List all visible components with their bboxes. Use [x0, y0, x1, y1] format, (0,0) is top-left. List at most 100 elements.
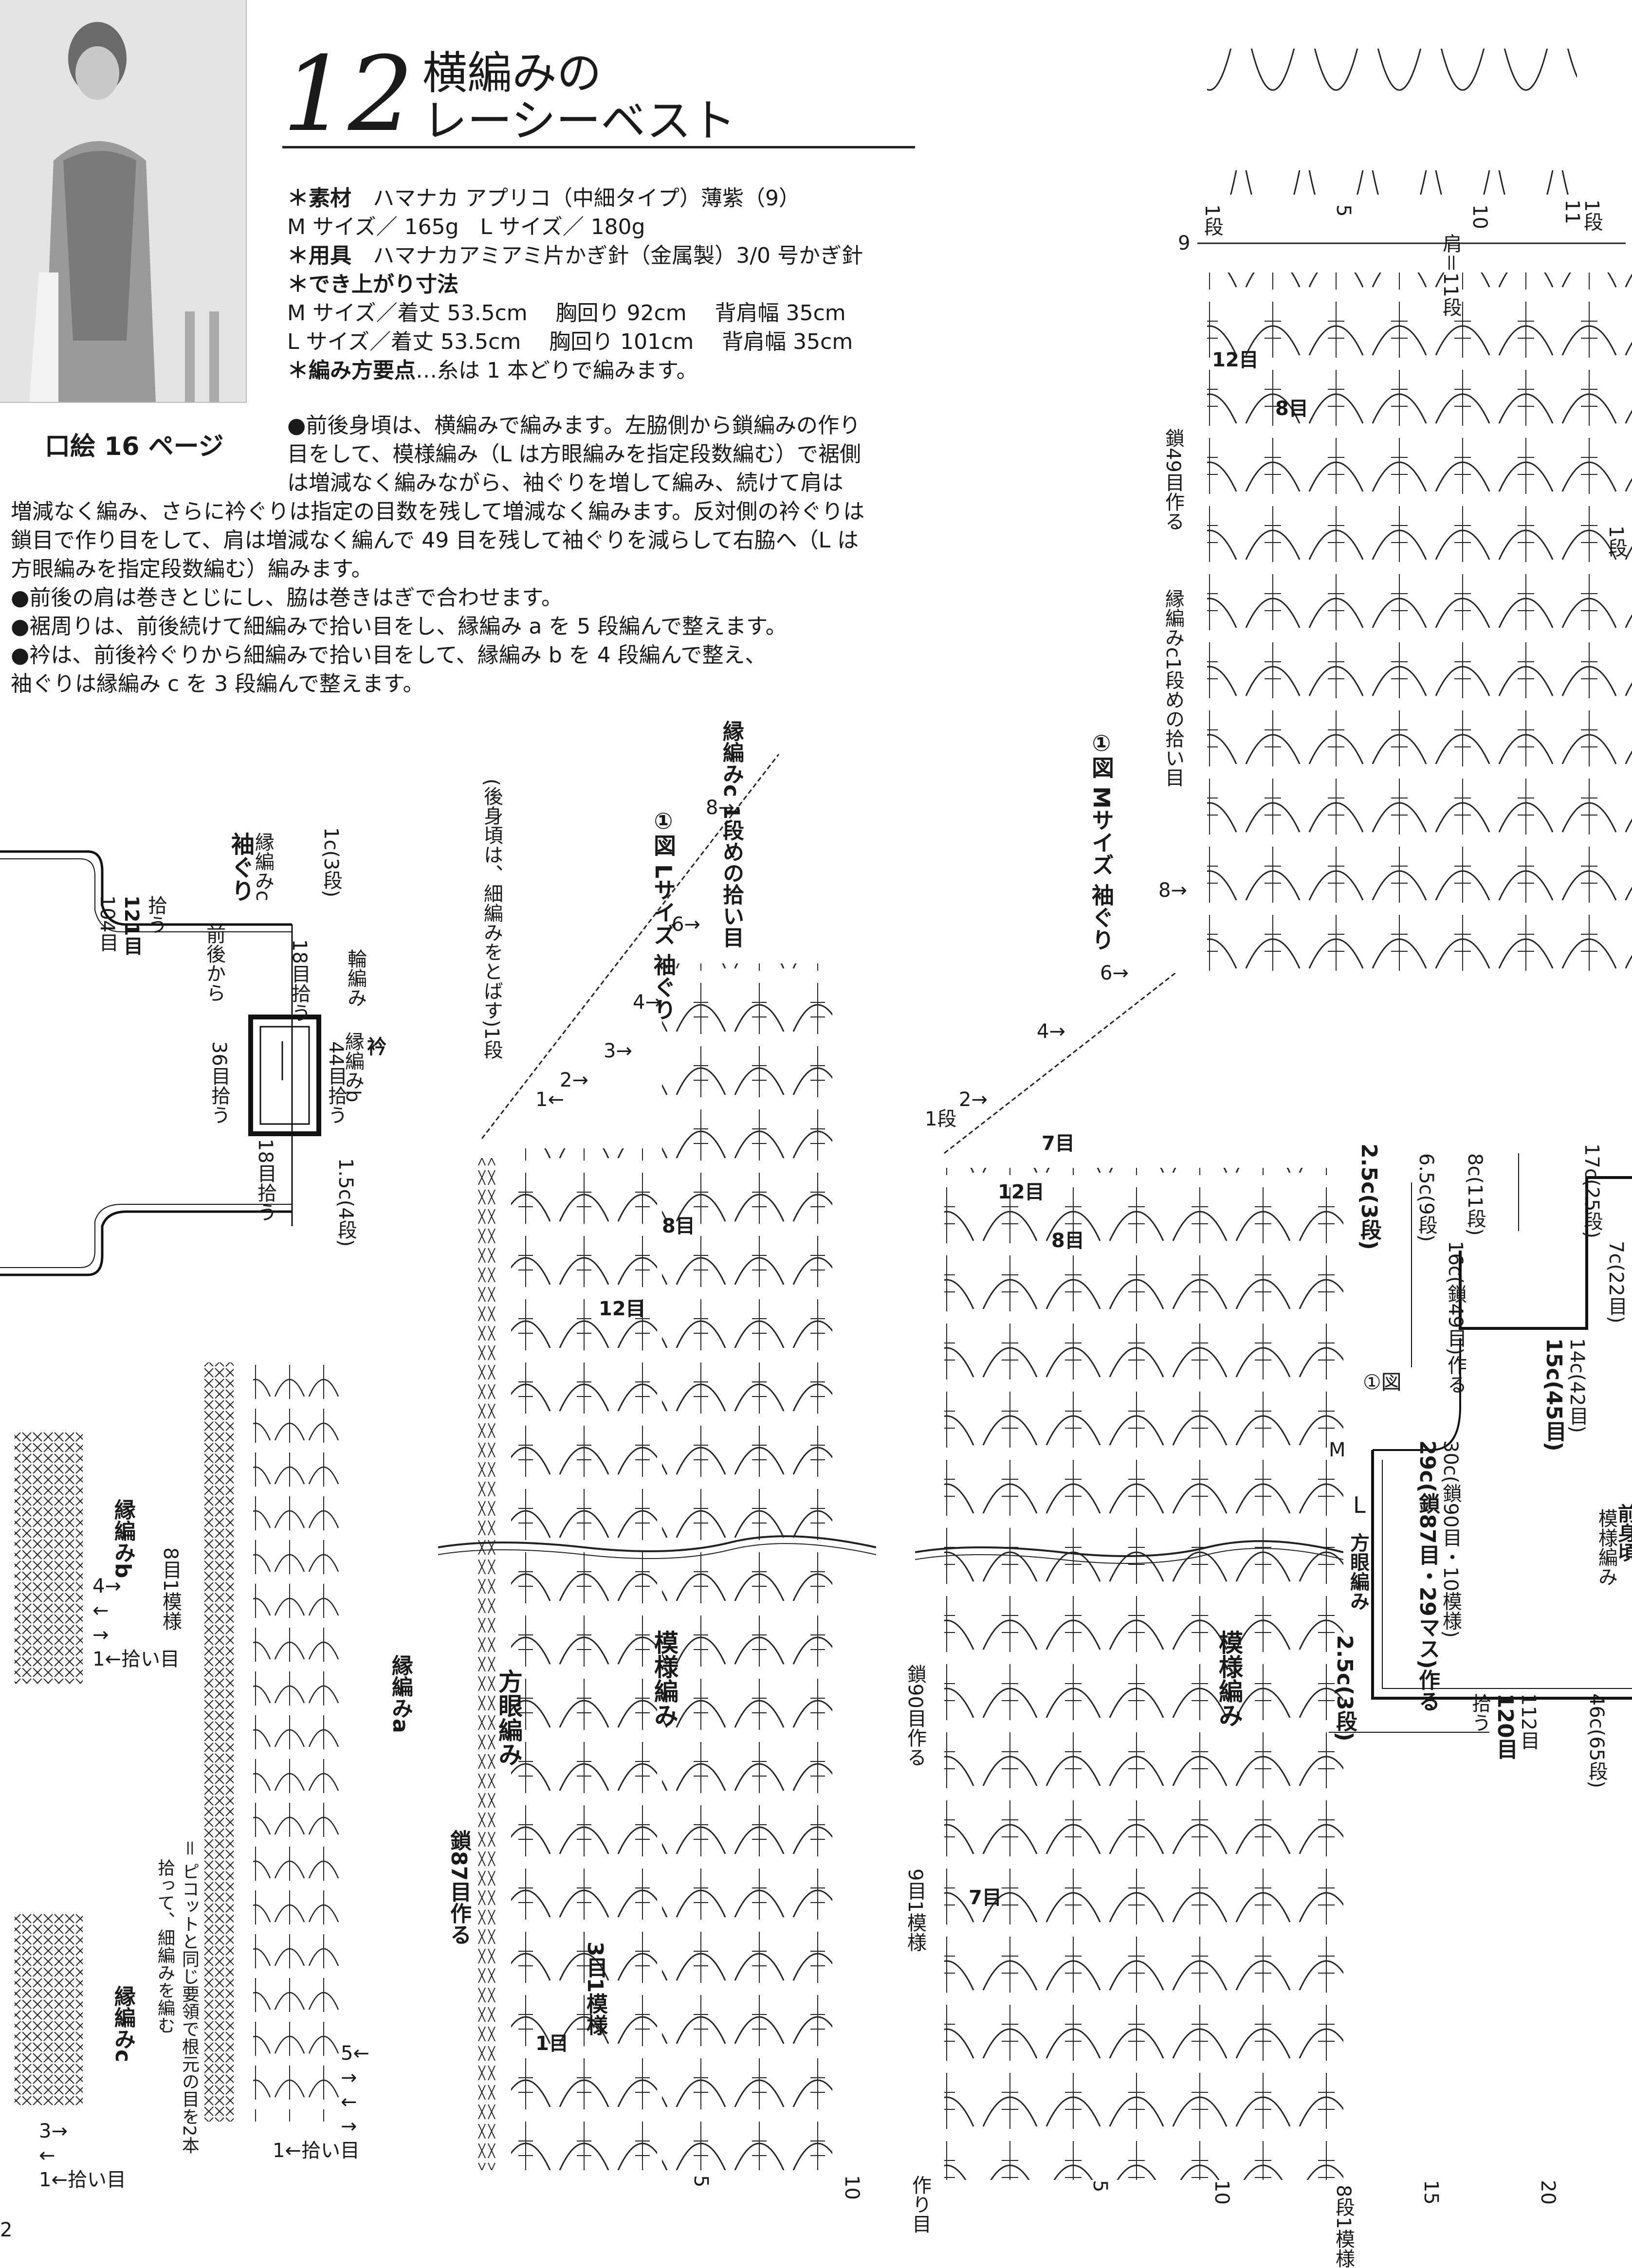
m-stitch-8: 8目	[1051, 1230, 1084, 1252]
m-top-num: 1段	[1201, 204, 1223, 236]
m-chain-90: 鎖90目作る	[904, 1664, 926, 1767]
l-size-stitch-art	[438, 754, 877, 2170]
armhole-edge-label: 縁編みc	[252, 832, 274, 901]
m-row1: 1段	[1605, 526, 1627, 558]
instruction-line: ●衿は、前後衿ぐりから細編みで拾い目をして、縁編み b を 4 段編んで整え、	[11, 643, 767, 668]
schem-r3: 6.5c(9段)	[1415, 1153, 1437, 1242]
m-edge-pickup: 縁編みc1段めの拾い目	[1162, 589, 1184, 787]
m-stitch-7: 7目	[1042, 1132, 1075, 1155]
collar-rows: 1.5c(4段)	[334, 1158, 357, 1247]
tools-label: ＊用具	[287, 243, 351, 268]
instruction-line: ●前後の肩は巻きとじにし、脇は巻きはぎで合わせます。	[11, 585, 563, 610]
materials-label: ＊素材	[287, 186, 351, 211]
m-bottom-num: 20	[1537, 2180, 1559, 2205]
pattern-title-line1: 横編みの	[422, 47, 602, 99]
pickup-104: 104目	[96, 895, 118, 952]
edge-c-label: 縁編みc	[110, 1985, 135, 2063]
edge-c-row: ←	[39, 2144, 55, 2167]
pattern-title-line2: レーシーベスト	[422, 95, 736, 147]
edge-b-row: 1←拾い目	[92, 1648, 180, 1670]
collar-label: 衿	[364, 1036, 386, 1056]
m-stitch-12: 12目	[998, 1181, 1045, 1203]
edge-b-row: ←	[92, 1599, 109, 1622]
l-chain-87: 鎖87目作る	[446, 1830, 471, 1945]
from-front-back: 前後から	[203, 925, 225, 1002]
points-label: ＊編み方要点	[287, 358, 416, 383]
schem-r14: 120目	[1493, 1693, 1518, 1760]
l-row-mark: 1←	[535, 1089, 564, 1111]
m-bottom-num: 5	[1089, 2180, 1111, 2193]
l-stitch-8: 8目	[662, 1215, 695, 1237]
l-row-mark: 3→	[604, 1040, 632, 1062]
schem-r6: 16c(鎖49目)作る	[1444, 1241, 1467, 1394]
edge-a-row: ←	[341, 2091, 357, 2113]
m-bottom-num: 10	[1210, 2180, 1233, 2205]
m-bottom-repeat: 8段1模様	[1332, 2185, 1355, 2268]
instruction-line: ●前後身頃は、横編みで編みます。左脇側から鎖編みの作り	[287, 413, 861, 438]
edge-pickup-label: 縁編みc 1段めの拾い目	[719, 720, 744, 948]
size-m-text: M サイズ／着丈 53.5cm 胸回り 92cm 背肩幅 35cm	[287, 301, 846, 326]
edge-b-label: 縁編みb	[110, 1499, 135, 1579]
edge-a-row: 5←	[341, 2042, 369, 2065]
m-top-num: 1段	[1580, 200, 1603, 232]
m-pattern-label: 模様編み	[1215, 1630, 1243, 1727]
schem-grid: 方眼編み	[1347, 1533, 1369, 1611]
edge-a-row: →	[341, 2067, 357, 2089]
edging-stitch-art	[15, 1362, 341, 2122]
armhole-rows: 1c(3段)	[320, 827, 342, 898]
schem-r13: 112目	[1517, 1693, 1540, 1750]
l-row-mark: 4→	[633, 991, 661, 1014]
m-top-num: 5	[1332, 204, 1355, 217]
pick-18-bottom: 18目拾う	[254, 1139, 276, 1222]
instructions: ●前後身頃は、横編みで編みます。左脇側から鎖編みの作り 目をして、模様編み（L …	[11, 411, 945, 698]
tools-text: ハマナカアミアミ片かぎ針（金属製）3/0 号かぎ針	[373, 243, 863, 268]
back-note: (後身頃は、細編みをとばす)1段	[480, 779, 503, 1059]
schem-r11: 2.5c(3段)	[1332, 1635, 1357, 1742]
pickup-121: 121目	[120, 895, 143, 956]
m-top-stitch-12: 12目	[1212, 349, 1259, 371]
instruction-line: 方眼編みを指定段数編む）編みます。	[11, 557, 373, 581]
collar-diagram-lines	[0, 850, 321, 1276]
schem-r12: 46c(65段)	[1585, 1693, 1608, 1788]
m-row-mark: 8→	[1158, 879, 1187, 902]
m-size-stitch-art	[915, 962, 1344, 2180]
pick-44: 44目拾う	[325, 1041, 347, 1125]
schem-r9: 30c(鎖90目・10模様)	[1439, 1440, 1462, 1638]
color-page-reference: 口絵 16 ページ	[45, 432, 224, 461]
instruction-line: 増減なく編み、さらに衿ぐりは指定の目数を残して増減なく編みます。反対側の衿ぐりは	[11, 499, 865, 524]
m-row-mark: 2→	[959, 1089, 988, 1111]
picot-note-2: 拾って、細編みを編む	[155, 1859, 175, 2034]
size-schematic: 17c(25段) 8c(11段) 6.5c(9段) 2.5c(3段) 7c(22…	[1314, 1134, 1632, 1788]
schem-l: L	[1353, 1492, 1366, 1518]
schem-r10: 29c(鎖87目・29マス)作る	[1415, 1440, 1440, 1712]
schem-pattern: 模様編み	[1595, 1508, 1617, 1586]
l-fig-label: ①図 Lサイズ 袖ぐり	[650, 808, 677, 1021]
amounts-text: M サイズ／ 165g L サイズ／ 180g	[287, 215, 645, 239]
schematic-lines	[1329, 1153, 1632, 1733]
pick-18-top: 18目拾う	[288, 939, 311, 1022]
l-row-mark: 6→	[672, 913, 700, 936]
schem-m: M	[1329, 1439, 1346, 1461]
l-stitch-12: 12目	[599, 1298, 645, 1320]
points-intro: …糸は 1 本どりで編みます。	[416, 358, 698, 383]
m-row-mark: 1段	[925, 1108, 957, 1130]
picot-note-1: ＝ ピコットと同じ要領で根元の目を2本	[179, 1839, 199, 2154]
size-l-text: L サイズ／着丈 53.5cm 胸回り 101cm 背肩幅 35cm	[287, 329, 853, 354]
edge-b-row: 4→	[92, 1575, 121, 1597]
schem-front: 前身頃	[1614, 1504, 1632, 1562]
m-row-mark: 4→	[1037, 1020, 1065, 1043]
spec-block: ＊素材 ハマナカ アプリコ（中細タイプ）薄紫（9） M サイズ／ 165g L …	[287, 184, 863, 385]
l-grid-label: 方眼編み	[495, 1669, 523, 1766]
model-photo	[0, 0, 247, 403]
m-fig-label: ①図 Mサイズ 袖ぐり	[1088, 730, 1115, 951]
schem-pick: 拾う	[1468, 1693, 1491, 1732]
edge-a-label: 縁編みa	[388, 1654, 413, 1733]
m-top-stitch-art	[1197, 49, 1632, 973]
instruction-line: は増減なく編みながら、袖ぐりを増して編み、続けて肩は	[287, 471, 844, 495]
l-row-1: 1目	[535, 2032, 568, 2055]
size-label: ＊でき上がり寸法	[287, 272, 458, 297]
m-chain-49: 鎖49目作る	[1162, 428, 1184, 531]
l-row-mark: 2→	[560, 1069, 588, 1091]
edge-c-row: 3→	[39, 2120, 68, 2142]
l-bottom-num: 5	[690, 2175, 712, 2188]
